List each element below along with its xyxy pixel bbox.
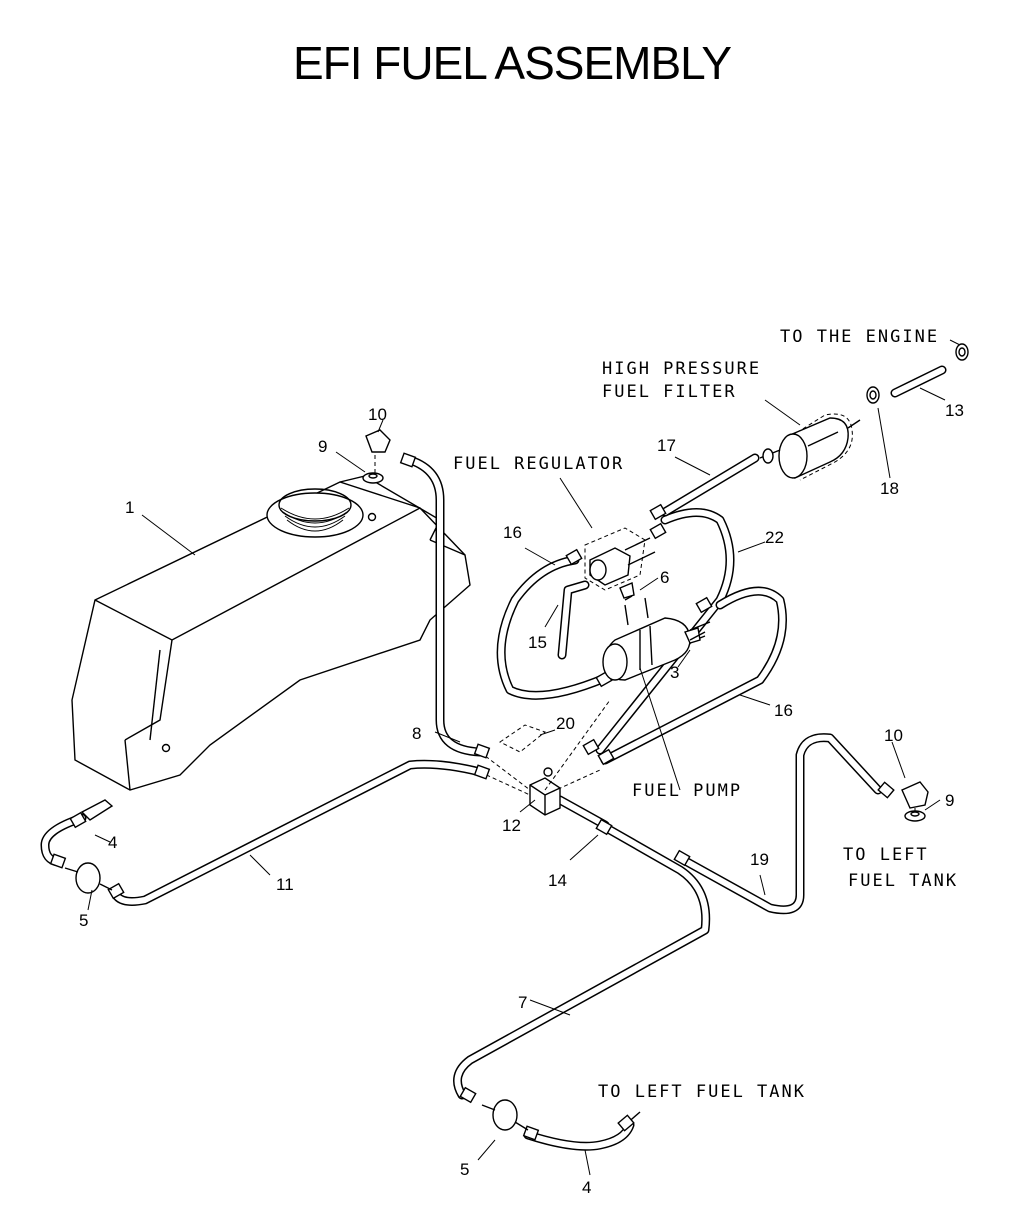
fuel-pump [602,597,711,681]
tee-fitting [479,699,611,816]
callout-12: 12 [502,816,521,835]
callout-14: 14 [548,871,567,890]
engine-end-nut [955,343,969,361]
elbow-fitting-right [901,781,929,822]
callout-9-left: 9 [318,437,327,456]
fuel-line-15 [557,580,590,660]
fuel-line-7 [453,825,711,1100]
callout-10-right: 10 [884,726,903,745]
callout-1: 1 [125,498,134,517]
screws [624,595,706,641]
callout-20: 20 [556,714,575,733]
callout-5-left: 5 [79,911,88,930]
fuel-line-11 [110,759,485,906]
callout-6: 6 [660,568,669,587]
fuel-tank [71,475,471,791]
callout-5-bottom: 5 [460,1160,469,1179]
hose-clamps [49,452,895,1141]
elbow-fitting-left [362,429,391,484]
fuel-line-14 [555,795,610,830]
label-to-engine: TO THE ENGINE [780,327,939,347]
callout-18: 18 [880,479,899,498]
label-to-left-tank-line1: TO LEFT [843,845,929,865]
fuel-line-16-right [600,586,787,765]
fuel-line-22 [595,508,735,755]
callout-13: 13 [945,401,964,420]
high-pressure-filter [759,413,861,481]
callout-4-left: 4 [108,833,117,852]
filter-nut [866,386,880,404]
inline-filter-bottom [481,1099,529,1131]
fuel-line-16-loop [496,555,610,700]
inline-filter-left [64,862,113,894]
page-title: EFI FUEL ASSEMBLY [292,37,732,89]
label-hp-filter-line2: FUEL FILTER [602,382,737,402]
callout-8: 8 [412,724,421,743]
callout-22: 22 [765,528,784,547]
label-fuel-pump: FUEL PUMP [632,781,742,801]
callout-9-right: 9 [945,791,954,810]
callout-11: 11 [276,875,294,894]
fuel-line-13 [890,365,947,398]
callout-16-right: 16 [774,701,793,720]
label-plate [499,724,547,753]
fuel-line-17 [660,453,760,517]
label-to-left-tank-line2: FUEL TANK [848,871,958,891]
label-to-left-tank-bottom: TO LEFT FUEL TANK [598,1082,806,1102]
fuel-regulator [584,527,656,599]
fuel-line-8 [405,455,485,757]
callout-19: 19 [750,850,769,869]
fuel-line-4-left [40,799,114,867]
fuel-line-19 [675,733,883,915]
label-fuel-regulator: FUEL REGULATOR [453,454,624,474]
callout-17: 17 [657,436,676,455]
label-hp-filter-line1: HIGH PRESSURE [602,359,761,379]
leader-lines [87,339,961,1176]
callout-3: 3 [670,663,679,682]
callout-4-bottom: 4 [582,1178,591,1197]
callout-7: 7 [518,993,527,1012]
callout-10-left: 10 [368,405,387,424]
callout-15: 15 [528,633,547,652]
callout-16-top: 16 [503,523,522,542]
